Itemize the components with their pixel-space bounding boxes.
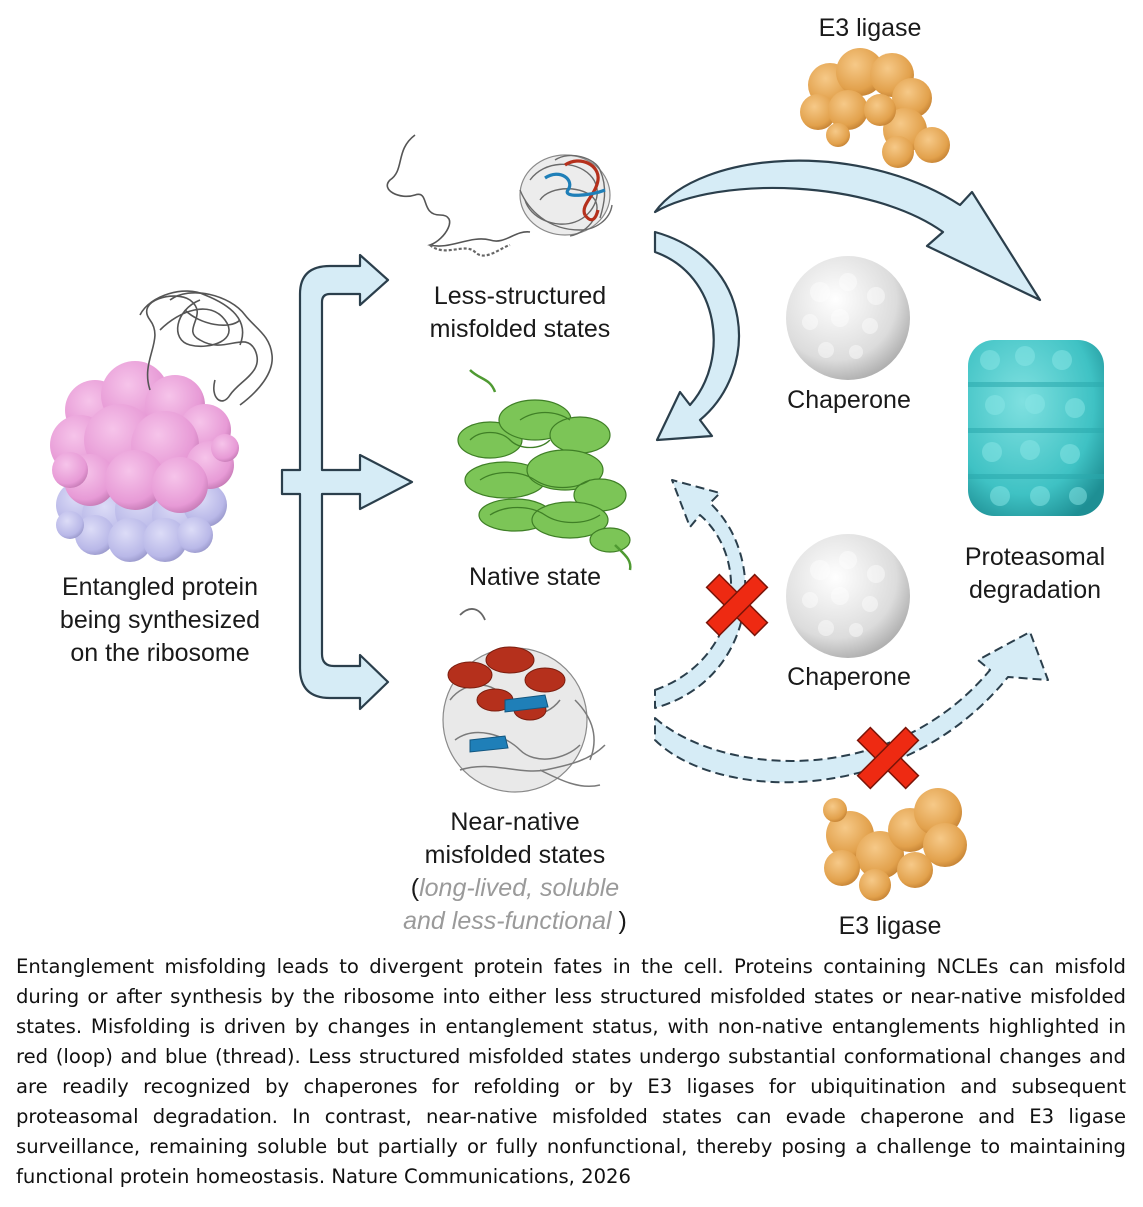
e3-ligase-bottom	[823, 788, 967, 901]
figure-caption: Entanglement misfolding leads to diverge…	[16, 955, 1126, 1188]
chaperone-top	[786, 256, 910, 380]
ribosome-large-subunit	[50, 361, 239, 513]
label-native-state: Native state	[468, 563, 601, 591]
cross-icon	[705, 573, 769, 637]
nascent-protein-chain	[139, 290, 273, 406]
diagram: E3 ligase Less-structured misfolded stat…	[50, 14, 1106, 940]
native-protein	[457, 369, 632, 571]
near-native-subtitle-line2: and less-functional )	[403, 907, 627, 935]
diagram-graphics	[50, 48, 1104, 901]
label-e3-ligase-top: E3 ligase	[818, 14, 922, 42]
less-structured-protein	[386, 134, 613, 257]
proteasome	[968, 340, 1104, 516]
ribosome	[50, 290, 273, 562]
label-less-structured-misfolded-states: Less-structured misfolded states	[429, 282, 611, 343]
label-entangled-protein: Entangled protein being synthesized on t…	[59, 573, 261, 667]
arrow-chaperone-refold	[653, 230, 740, 442]
cross-icon	[856, 726, 920, 790]
arrow-blocked-e3	[654, 631, 1049, 784]
arrow-to-proteasome	[653, 159, 1042, 302]
label-proteasomal-degradation: Proteasomal degradation	[964, 543, 1106, 604]
label-near-native-misfolded-states: Near-native misfolded states (long-lived…	[380, 806, 650, 938]
near-native-subtitle-line1: (long-lived, soluble	[410, 874, 620, 902]
label-chaperone-bottom: Chaperone	[787, 663, 911, 691]
near-native-protein	[442, 608, 606, 793]
label-e3-ligase-bottom: E3 ligase	[838, 912, 942, 940]
branching-arrow	[280, 253, 414, 711]
e3-ligase-top	[800, 48, 950, 168]
chaperone-bottom	[786, 534, 910, 658]
label-chaperone-top: Chaperone	[787, 386, 911, 414]
